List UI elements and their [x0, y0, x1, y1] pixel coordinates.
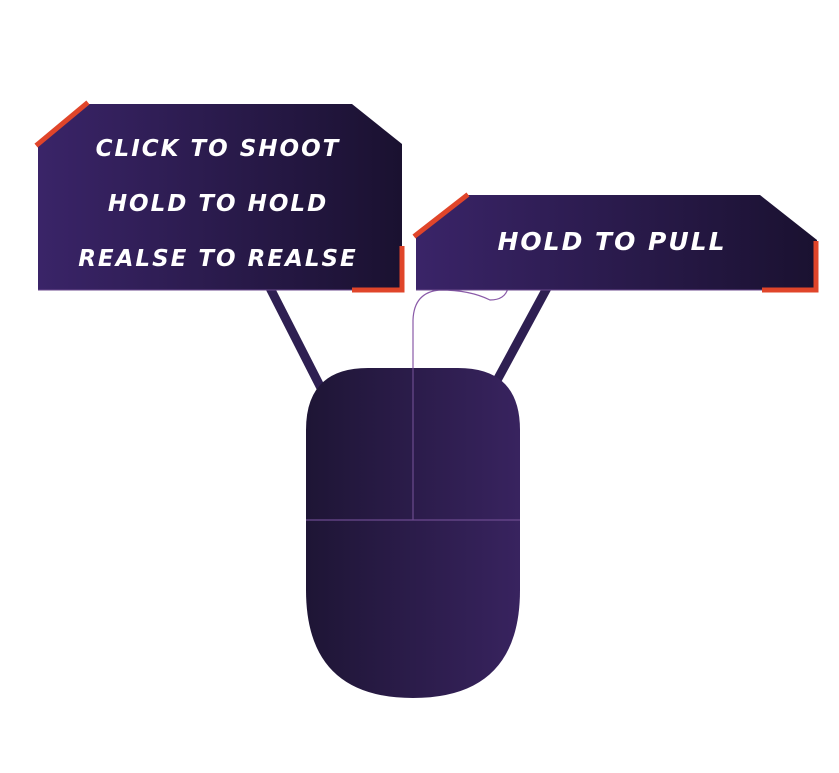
right-panel-corner-accent-top [412, 192, 470, 239]
left-panel-body [38, 104, 402, 290]
left-panel-corner-accent-top [34, 100, 90, 148]
right-panel-corner-accent-bottom [762, 241, 819, 293]
left-connector-stick [265, 285, 328, 395]
mouse-cable [412, 287, 509, 368]
right-panel-line-1: HOLD TO PULL [497, 227, 726, 256]
right-panel-body [416, 195, 817, 290]
connector-sticks [265, 285, 551, 395]
left-panel-line-3: REALSE TO REALSE [78, 246, 358, 272]
right-mouse-button[interactable] [413, 368, 520, 520]
left-panel-corner-accent-bottom [352, 246, 405, 293]
right-connector-stick [491, 285, 551, 387]
left-panel-line-1: CLICK TO SHOOT [96, 136, 341, 162]
left-panel-line-2: HOLD TO HOLD [108, 191, 328, 217]
computer-mouse-icon [306, 287, 520, 698]
left-instruction-panel: CLICK TO SHOOT HOLD TO HOLD REALSE TO RE… [34, 100, 405, 293]
left-mouse-button[interactable] [306, 368, 413, 520]
mouse-body [306, 368, 520, 698]
right-instruction-panel: HOLD TO PULL [412, 192, 819, 293]
